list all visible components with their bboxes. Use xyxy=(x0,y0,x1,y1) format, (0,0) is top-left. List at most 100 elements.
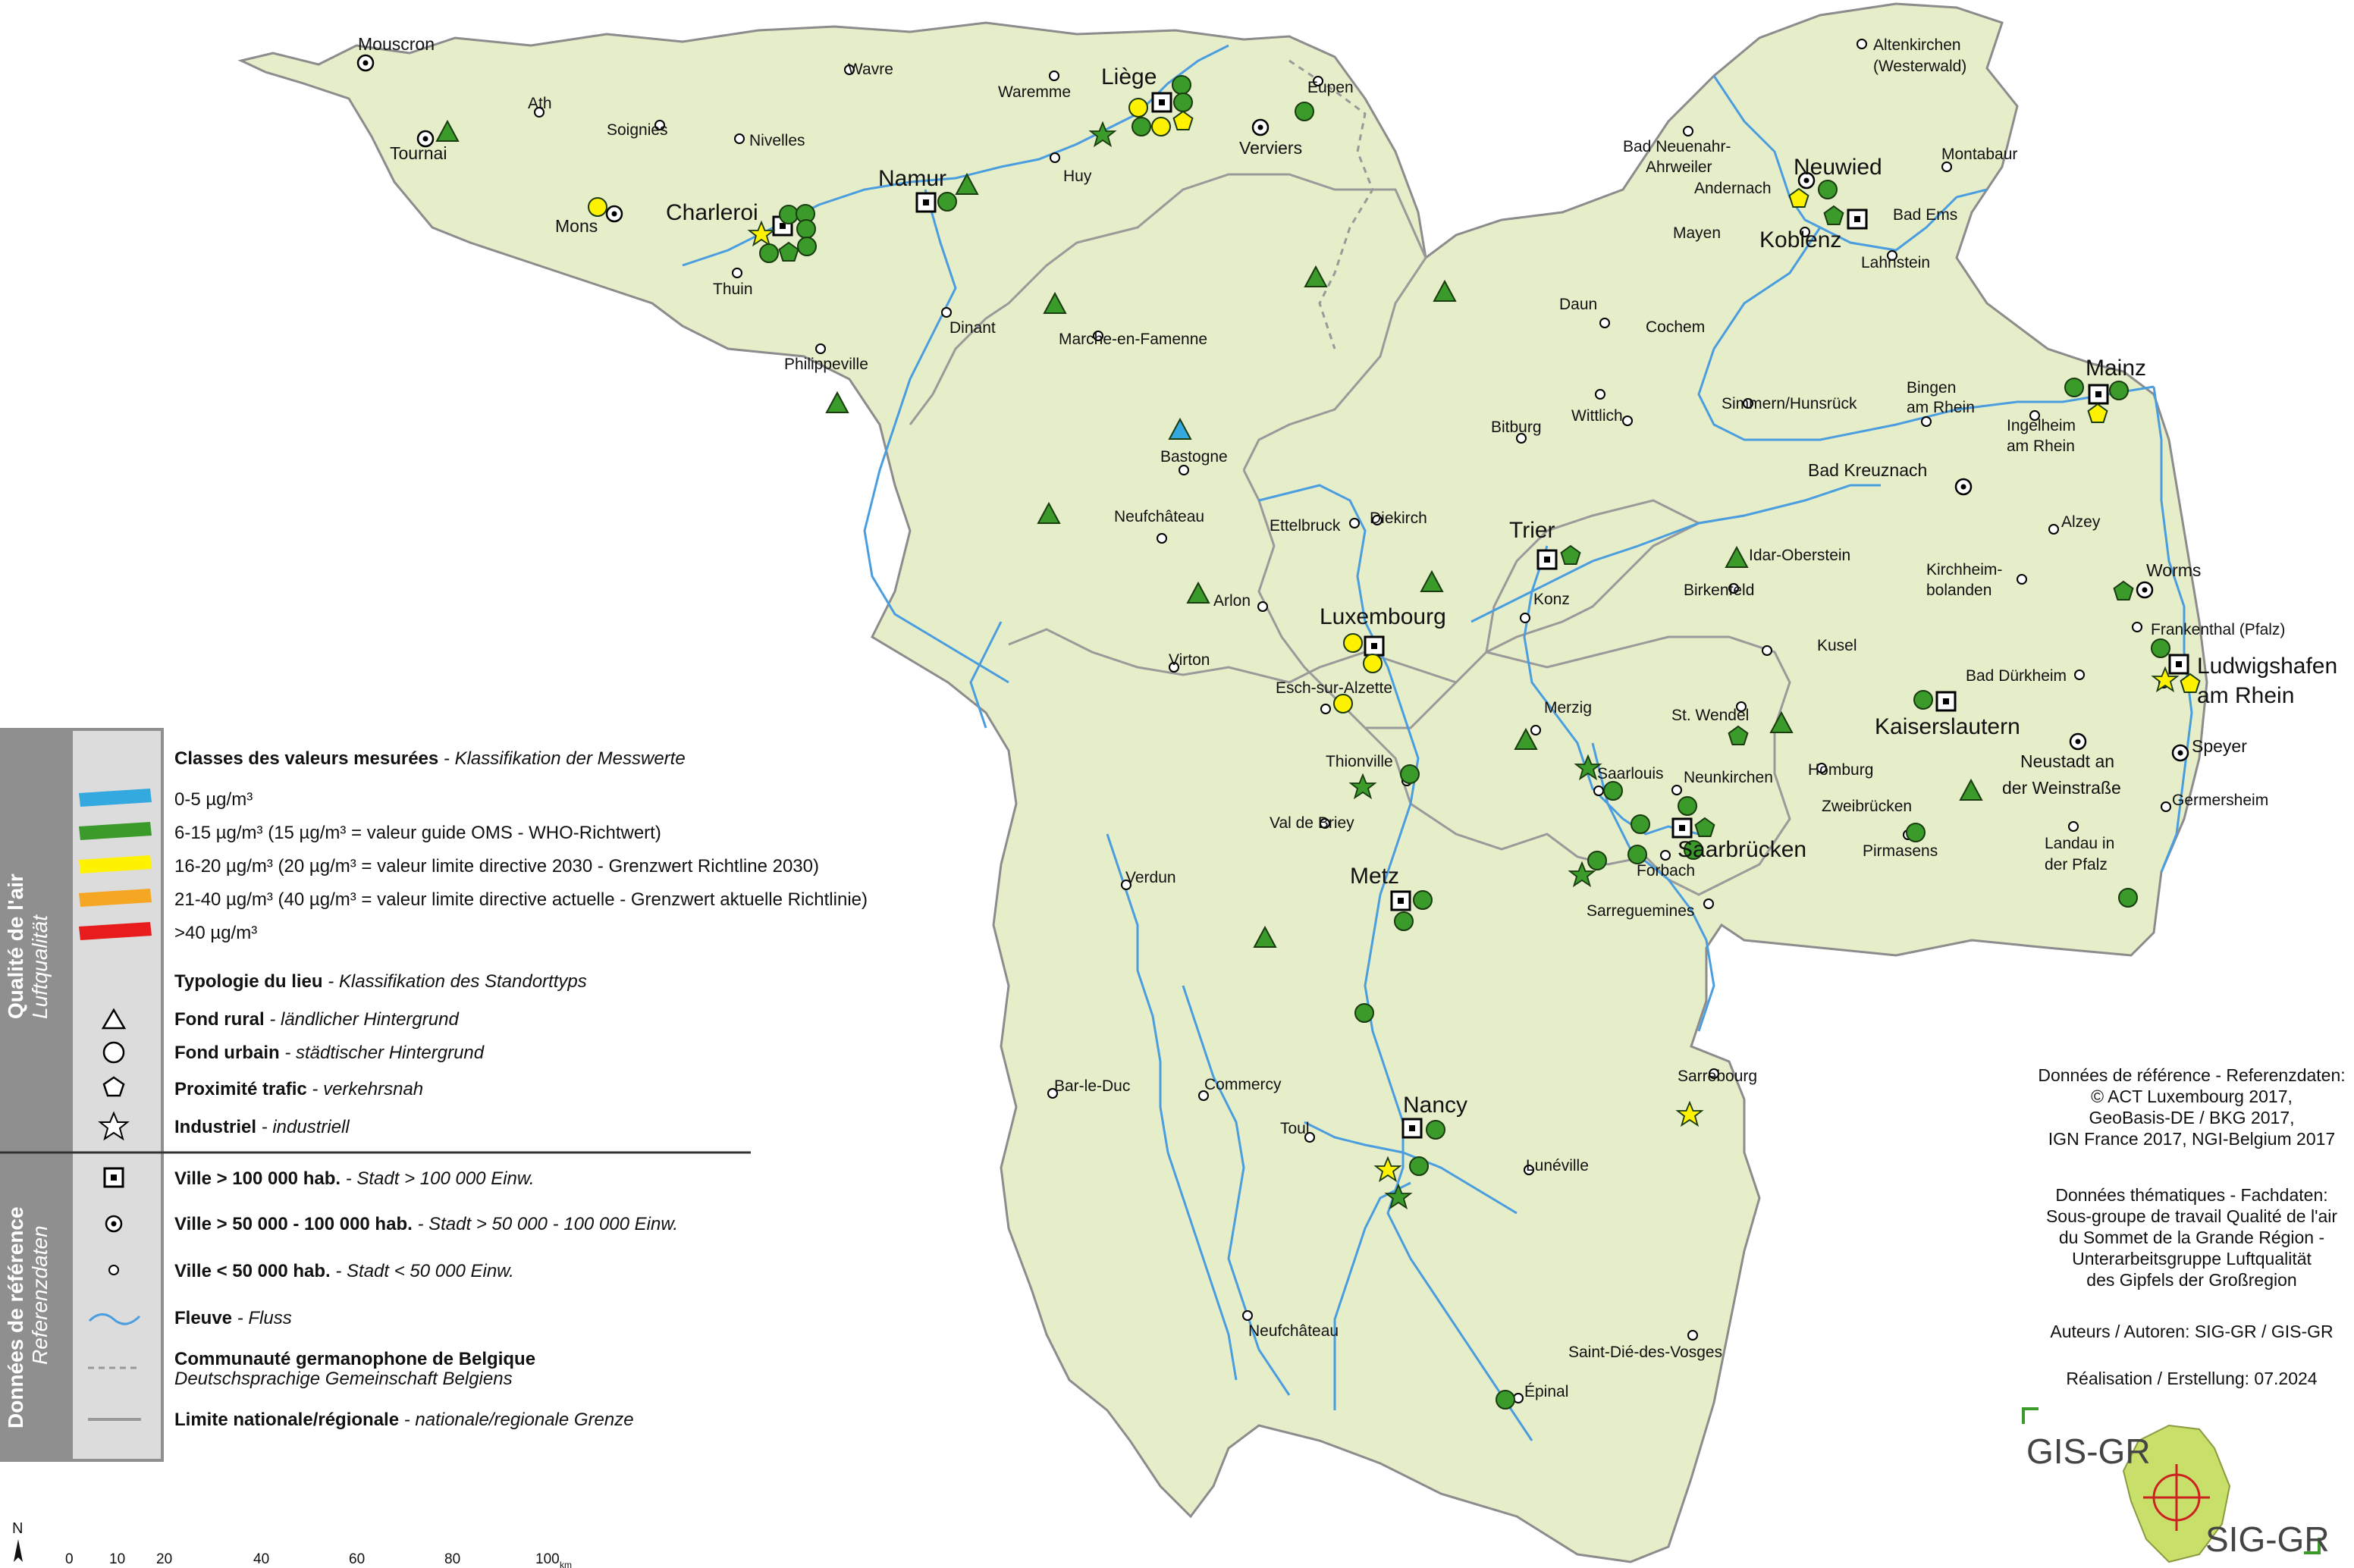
label-bastogne: Bastogne xyxy=(1160,448,1228,466)
scale-bar: N 0 10 20 40 60 80 100 km xyxy=(12,1520,572,1568)
label-neufchateau-fr: Neufchâteau xyxy=(1248,1322,1339,1340)
label-ettelbruck: Ettelbruck xyxy=(1270,517,1341,535)
river-legend-icon xyxy=(88,1313,141,1325)
label-neufchateau-be: Neufchâteau xyxy=(1114,508,1204,525)
label-konz: Konz xyxy=(1533,591,1570,608)
svg-text:10: 10 xyxy=(109,1551,125,1567)
label-germersheim: Germersheim xyxy=(2172,792,2268,809)
label-kaiserslautern: Kaiserslautern xyxy=(1875,714,2020,739)
urban-circle-icon xyxy=(102,1041,125,1064)
label-andernach: Andernach xyxy=(1694,180,1772,197)
legend-section-air-2: Luftqualität xyxy=(28,914,52,1019)
svg-text:© ACT Luxembourg 2017,: © ACT Luxembourg 2017, xyxy=(2091,1087,2293,1106)
swatch-40-plus xyxy=(79,922,152,940)
svg-text:Limite nationale/régionale - n: Limite nationale/régionale - nationale/r… xyxy=(174,1410,634,1430)
label-nancy: Nancy xyxy=(1403,1093,1467,1118)
svg-text:40: 40 xyxy=(253,1551,269,1567)
label-landau-2: der Pfalz xyxy=(2045,856,2108,873)
svg-text:0: 0 xyxy=(65,1551,74,1567)
label-arlon: Arlon xyxy=(1213,592,1251,610)
svg-text:Ville > 50 000 - 100 000 hab.: Ville > 50 000 - 100 000 hab. - Stadt > … xyxy=(174,1214,678,1234)
svg-text:km: km xyxy=(560,1560,572,1568)
svg-text:Deutschsprachige Gemeinschaft: Deutschsprachige Gemeinschaft Belgiens xyxy=(174,1369,513,1389)
label-st-wendel: St. Wendel xyxy=(1671,707,1749,724)
label-bar-le-duc: Bar-le-Duc xyxy=(1054,1077,1130,1095)
label-mayen: Mayen xyxy=(1673,224,1721,242)
label-neunkirchen: Neunkirchen xyxy=(1684,769,1773,786)
label-val-de-briey: Val de Briey xyxy=(1270,814,1354,832)
city-large-icon xyxy=(103,1167,124,1188)
label-virton: Virton xyxy=(1169,651,1210,669)
svg-text:Ville > 100 000 hab. - Stadt >: Ville > 100 000 hab. - Stadt > 100 000 E… xyxy=(174,1168,535,1189)
legend-section-ref-2: Referenzdaten xyxy=(28,1225,52,1365)
label-namur: Namur xyxy=(878,166,946,191)
label-cochem: Cochem xyxy=(1646,318,1705,336)
label-zweibrucken: Zweibrücken xyxy=(1822,798,1912,815)
city-labels: Mouscron Wavre Ath Soignies Nivelles Tou… xyxy=(358,34,2337,1400)
label-eupen: Eupen xyxy=(1307,79,1354,96)
label-soignies: Soignies xyxy=(607,121,668,139)
label-homburg: Homburg xyxy=(1808,761,1873,779)
label-ludwigshafen-2: am Rhein xyxy=(2197,683,2294,708)
label-frankenthal: Frankenthal (Pfalz) xyxy=(2151,621,2285,638)
svg-text:des Gipfels der Großregion: des Gipfels der Großregion xyxy=(2086,1270,2296,1290)
legend-class-3: 16-20 µg/m³ (20 µg/m³ = valeur limite di… xyxy=(174,856,819,877)
label-bad-neuenahr-1: Bad Neuenahr- xyxy=(1623,138,1731,155)
north-arrow-icon xyxy=(14,1539,23,1562)
label-bad-durkheim: Bad Dürkheim xyxy=(1966,667,2067,685)
svg-text:Données thématiques - Fachdate: Données thématiques - Fachdaten: xyxy=(2055,1185,2327,1205)
svg-text:GeoBasis-DE / BKG 2017,: GeoBasis-DE / BKG 2017, xyxy=(2089,1108,2294,1127)
label-bingen-1: Bingen xyxy=(1907,379,1956,397)
svg-text:Ville < 50 000 hab. - Stadt <: Ville < 50 000 hab. - Stadt < 50 000 Ein… xyxy=(174,1261,514,1281)
label-idar: Idar-Oberstein xyxy=(1749,547,1850,564)
legend-class-1: 0-5 µg/m³ xyxy=(174,789,253,810)
label-mons: Mons xyxy=(555,216,598,236)
label-luxembourg: Luxembourg xyxy=(1320,604,1446,629)
legend-class-4: 21-40 µg/m³ (40 µg/m³ = valeur limite di… xyxy=(174,889,868,910)
sources: Données de référence - Referenzdaten: © … xyxy=(2038,1065,2345,1388)
label-epinal: Épinal xyxy=(1524,1383,1568,1400)
label-metz: Metz xyxy=(1350,864,1399,889)
svg-text:Fond rural - ländlicher Hinter: Fond rural - ländlicher Hintergrund xyxy=(174,1009,459,1030)
label-bad-ems: Bad Ems xyxy=(1893,206,1957,224)
label-montabaur: Montabaur xyxy=(1941,146,2017,163)
label-kirchheim-1: Kirchheim- xyxy=(1926,561,2002,579)
label-verdun: Verdun xyxy=(1125,869,1176,886)
label-kirchheim-2: bolanden xyxy=(1926,582,1991,599)
gis-sig-logo: GIS-GR SIG-GR xyxy=(2022,1407,2330,1563)
north-arrow-label: N xyxy=(12,1520,23,1537)
label-speyer: Speyer xyxy=(2192,736,2247,756)
label-pirmasens: Pirmasens xyxy=(1863,842,1938,860)
svg-text:Auteurs / Autoren: SIG-GR / GI: Auteurs / Autoren: SIG-GR / GIS-GR xyxy=(2050,1322,2333,1341)
region-land xyxy=(237,2,2208,1563)
svg-text:du Sommet de la Grande Région: du Sommet de la Grande Région - xyxy=(2059,1228,2324,1247)
label-luneville: Lunéville xyxy=(1526,1157,1589,1174)
label-bitburg: Bitburg xyxy=(1491,419,1542,436)
label-ingelheim-2: am Rhein xyxy=(2007,437,2075,455)
svg-text:Sous-groupe de travail Qualité: Sous-groupe de travail Qualité de l'air xyxy=(2046,1206,2337,1226)
label-marche: Marche-en-Famenne xyxy=(1059,331,1207,348)
city-mid-icon xyxy=(105,1215,123,1233)
label-thuin: Thuin xyxy=(713,281,753,298)
legend-class-5: >40 µg/m³ xyxy=(174,923,257,943)
logo-gis-text: GIS-GR xyxy=(2026,1432,2151,1471)
label-sarreguemines: Sarreguemines xyxy=(1587,902,1694,920)
label-thionville: Thionville xyxy=(1326,753,1393,770)
swatch-16-20 xyxy=(79,855,152,873)
label-tournai: Tournai xyxy=(390,143,447,163)
svg-text:Communauté germanophone de Bel: Communauté germanophone de Belgique xyxy=(174,1349,535,1369)
traffic-pentagon-icon xyxy=(102,1076,125,1097)
rural-triangle-icon xyxy=(101,1008,127,1030)
svg-text:100: 100 xyxy=(535,1551,560,1567)
svg-text:80: 80 xyxy=(444,1551,460,1567)
svg-text:Industriel - industriell: Industriel - industriell xyxy=(174,1117,350,1137)
label-saint-die: Saint-Dié-des-Vosges xyxy=(1568,1344,1722,1361)
label-kusel: Kusel xyxy=(1817,637,1857,654)
german-community-border xyxy=(1288,59,1374,350)
label-landau-1: Landau in xyxy=(2045,835,2114,852)
label-saarlouis: Saarlouis xyxy=(1597,765,1664,782)
label-bad-neuenahr-2: Ahrweiler xyxy=(1646,158,1712,176)
label-sarrebourg: Sarrebourg xyxy=(1678,1068,1757,1085)
swatch-0-5 xyxy=(79,789,152,807)
